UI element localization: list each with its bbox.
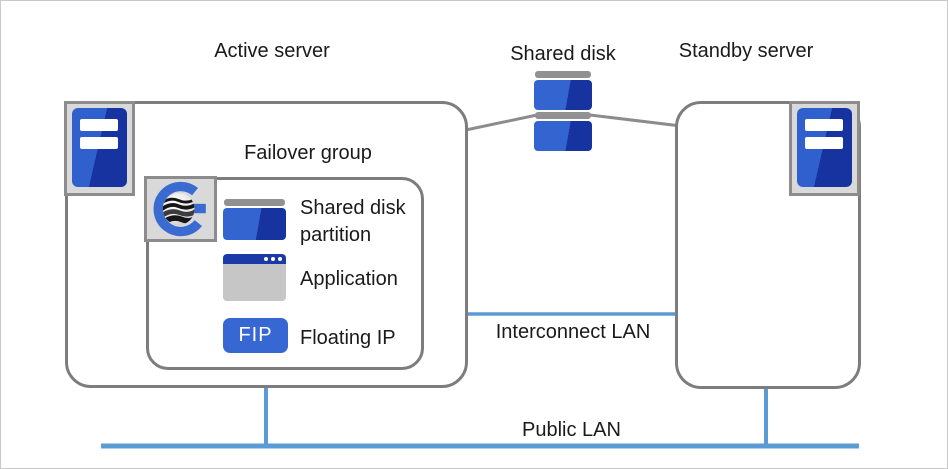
active-server-label: Active server — [214, 40, 330, 62]
disk-link-right-line — [589, 113, 682, 128]
disk-cap — [535, 71, 591, 78]
shared-disk-icon — [534, 71, 592, 151]
floating-ip-label: Floating IP — [300, 327, 396, 349]
disk-unit — [534, 80, 592, 110]
window-title-bar — [223, 254, 286, 264]
disk-cap — [224, 199, 285, 206]
standby-server-label: Standby server — [678, 40, 814, 62]
tower-slot — [805, 119, 843, 131]
disk-link-left-line — [460, 113, 538, 133]
window-dot — [271, 257, 275, 261]
floating-ip-badge: FIP — [223, 318, 288, 353]
server-tower-icon — [789, 101, 860, 196]
public-lan-label: Public LAN — [522, 419, 621, 441]
application-label: Application — [300, 268, 398, 290]
failover-group-label: Failover group — [244, 142, 372, 164]
shared-disk-label: Shared disk — [510, 43, 616, 65]
interconnect-lan-label: Interconnect LAN — [495, 321, 651, 343]
server-tower-icon — [64, 101, 135, 196]
window-dot — [264, 257, 268, 261]
disk-cap — [535, 112, 591, 119]
window-dot — [278, 257, 282, 261]
application-window-icon — [223, 254, 286, 301]
server-tower-body — [72, 108, 127, 187]
cluster-logo-icon — [144, 176, 217, 242]
disk-body — [223, 208, 286, 240]
tower-slot — [805, 137, 843, 149]
window-body — [223, 264, 286, 301]
disk-unit — [534, 121, 592, 151]
disk-partition-icon — [223, 199, 286, 241]
disk-partition-label: Shared disk partition — [300, 197, 406, 246]
tower-slot — [80, 137, 118, 149]
server-tower-body — [797, 108, 852, 187]
cluster-logo-glyph — [153, 181, 206, 237]
tower-slot — [80, 119, 118, 131]
fip-badge-text: FIP — [238, 324, 273, 346]
